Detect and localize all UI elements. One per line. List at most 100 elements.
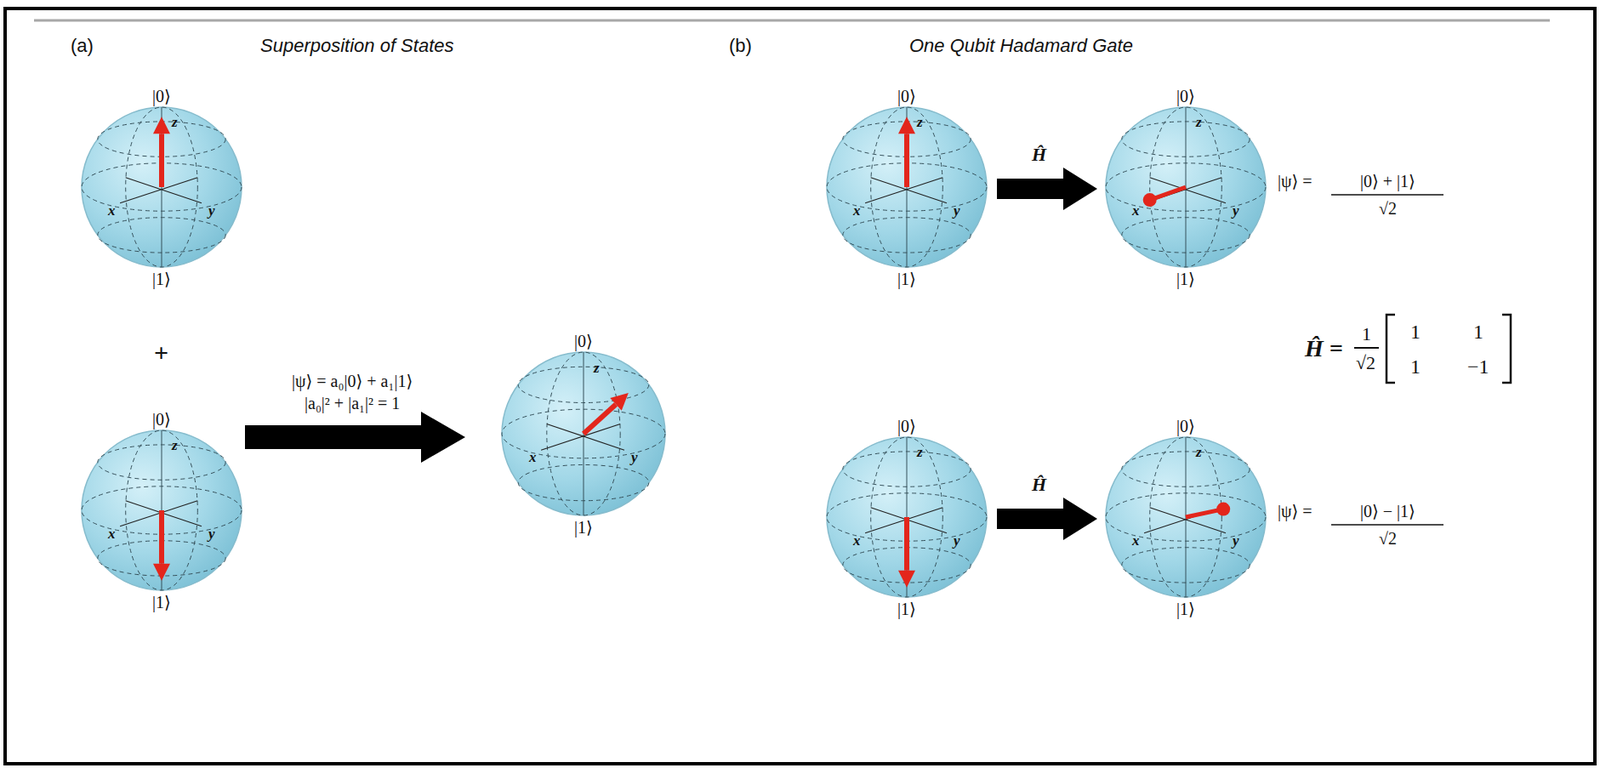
bloch-sphere bbox=[81, 107, 242, 268]
state-vector bbox=[904, 133, 910, 188]
x-axis bbox=[865, 177, 943, 204]
axis-label: z bbox=[171, 438, 178, 455]
bloch-sphere bbox=[826, 107, 987, 268]
sphere-body bbox=[826, 107, 987, 268]
y-axis bbox=[546, 423, 625, 450]
axis-label: z bbox=[1195, 444, 1202, 462]
transform-arrow bbox=[244, 411, 466, 463]
vector-tip bbox=[1216, 502, 1230, 517]
axis-label: z bbox=[593, 360, 600, 377]
panel-title: Superposition of States bbox=[260, 35, 454, 57]
fraction-denominator: √2 bbox=[1378, 529, 1397, 548]
plus-sign: + bbox=[153, 338, 169, 367]
meridian bbox=[871, 107, 944, 268]
y-axis bbox=[1150, 177, 1226, 204]
axis-label: z bbox=[916, 114, 923, 131]
axis-label: x bbox=[108, 526, 116, 543]
y-axis bbox=[1150, 507, 1226, 534]
panel-letter: (a) bbox=[70, 35, 94, 57]
basis-label: |0⟩ bbox=[152, 86, 171, 106]
axis-label: z bbox=[171, 114, 178, 131]
state-equation: |ψ⟩ = a₀|0⟩ + a₁|1⟩ bbox=[291, 371, 413, 391]
axis-label: y bbox=[208, 203, 216, 220]
matrix-bracket bbox=[1502, 314, 1511, 383]
x-axis bbox=[119, 177, 198, 204]
gate-symbol: Ĥ bbox=[1031, 474, 1047, 496]
x-axis bbox=[119, 501, 198, 527]
meridian bbox=[871, 437, 944, 598]
matrix-entry: −1 bbox=[1467, 355, 1490, 378]
vector-head bbox=[898, 116, 916, 134]
axis-label: z bbox=[1195, 114, 1202, 131]
fraction-bar bbox=[1331, 523, 1444, 526]
basis-label: |1⟩ bbox=[897, 269, 917, 289]
state-vector bbox=[583, 404, 616, 434]
fraction-denominator: √2 bbox=[1378, 199, 1397, 218]
bloch-sphere bbox=[81, 430, 242, 591]
vector-head bbox=[153, 116, 171, 134]
meridian bbox=[1150, 107, 1223, 268]
basis-label: |1⟩ bbox=[152, 592, 171, 612]
state-equation: |ψ⟩ = bbox=[1277, 501, 1313, 521]
gate-symbol: Ĥ bbox=[1031, 144, 1047, 166]
axis-label: x bbox=[1132, 533, 1140, 550]
state-vector bbox=[904, 517, 910, 571]
x-axis bbox=[865, 507, 943, 534]
axis-label: x bbox=[853, 533, 861, 550]
matrix-entry: 1 bbox=[1473, 320, 1484, 343]
panel-title: One Qubit Hadamard Gate bbox=[909, 35, 1134, 57]
fraction-bar bbox=[1331, 193, 1444, 196]
axis-label: x bbox=[1132, 203, 1140, 220]
axis-label: y bbox=[953, 533, 961, 550]
axis-label: y bbox=[631, 449, 638, 467]
vector-tip bbox=[1143, 193, 1157, 207]
state-equation: |ψ⟩ = bbox=[1277, 171, 1313, 191]
vector-head bbox=[609, 392, 629, 411]
bloch-sphere bbox=[1105, 107, 1266, 268]
basis-label: |0⟩ bbox=[1176, 416, 1196, 436]
fraction-numerator: |0⟩ + |1⟩ bbox=[1360, 171, 1416, 191]
axis-label: y bbox=[953, 203, 961, 220]
fraction-bar bbox=[1354, 347, 1379, 349]
gate-arrow bbox=[996, 497, 1098, 541]
bloch-sphere bbox=[826, 437, 987, 598]
axis-label: x bbox=[108, 203, 116, 220]
matrix-bracket bbox=[1386, 314, 1396, 383]
matrix-entry: 1 bbox=[1410, 320, 1421, 343]
rule-line bbox=[34, 19, 1550, 23]
sphere-body bbox=[1105, 437, 1266, 598]
meridian bbox=[546, 352, 621, 516]
meridian bbox=[125, 107, 199, 268]
axis-label: y bbox=[208, 526, 216, 543]
frame bbox=[5, 8, 1595, 764]
basis-label: |0⟩ bbox=[152, 409, 171, 429]
basis-label: |0⟩ bbox=[1176, 86, 1196, 106]
fraction-numerator: 1 bbox=[1361, 324, 1372, 345]
sphere-body bbox=[81, 430, 242, 591]
meridian bbox=[125, 430, 199, 591]
basis-label: |1⟩ bbox=[574, 518, 593, 537]
basis-label: |0⟩ bbox=[897, 416, 917, 436]
basis-label: |0⟩ bbox=[574, 331, 593, 351]
normalization: |a₀|² + |a₁|² = 1 bbox=[304, 393, 400, 413]
sphere-body bbox=[1105, 107, 1266, 268]
axis-label: x bbox=[529, 449, 537, 467]
fraction-numerator: |0⟩ − |1⟩ bbox=[1360, 501, 1416, 521]
sphere-body bbox=[826, 437, 987, 598]
vector-head bbox=[153, 563, 171, 581]
axis-label: y bbox=[1232, 533, 1240, 550]
state-vector bbox=[159, 510, 165, 564]
sphere-body bbox=[501, 352, 666, 516]
axis-label: y bbox=[1232, 203, 1240, 220]
axis-label: z bbox=[916, 444, 923, 462]
x-axis bbox=[540, 423, 621, 450]
sphere-body bbox=[81, 107, 242, 268]
matrix-label: Ĥ = bbox=[1304, 335, 1344, 363]
fraction-denominator: √2 bbox=[1355, 353, 1376, 374]
vector-head bbox=[898, 570, 916, 588]
basis-label: |1⟩ bbox=[897, 599, 917, 619]
basis-label: |1⟩ bbox=[1176, 599, 1196, 619]
gate-arrow bbox=[996, 167, 1098, 211]
